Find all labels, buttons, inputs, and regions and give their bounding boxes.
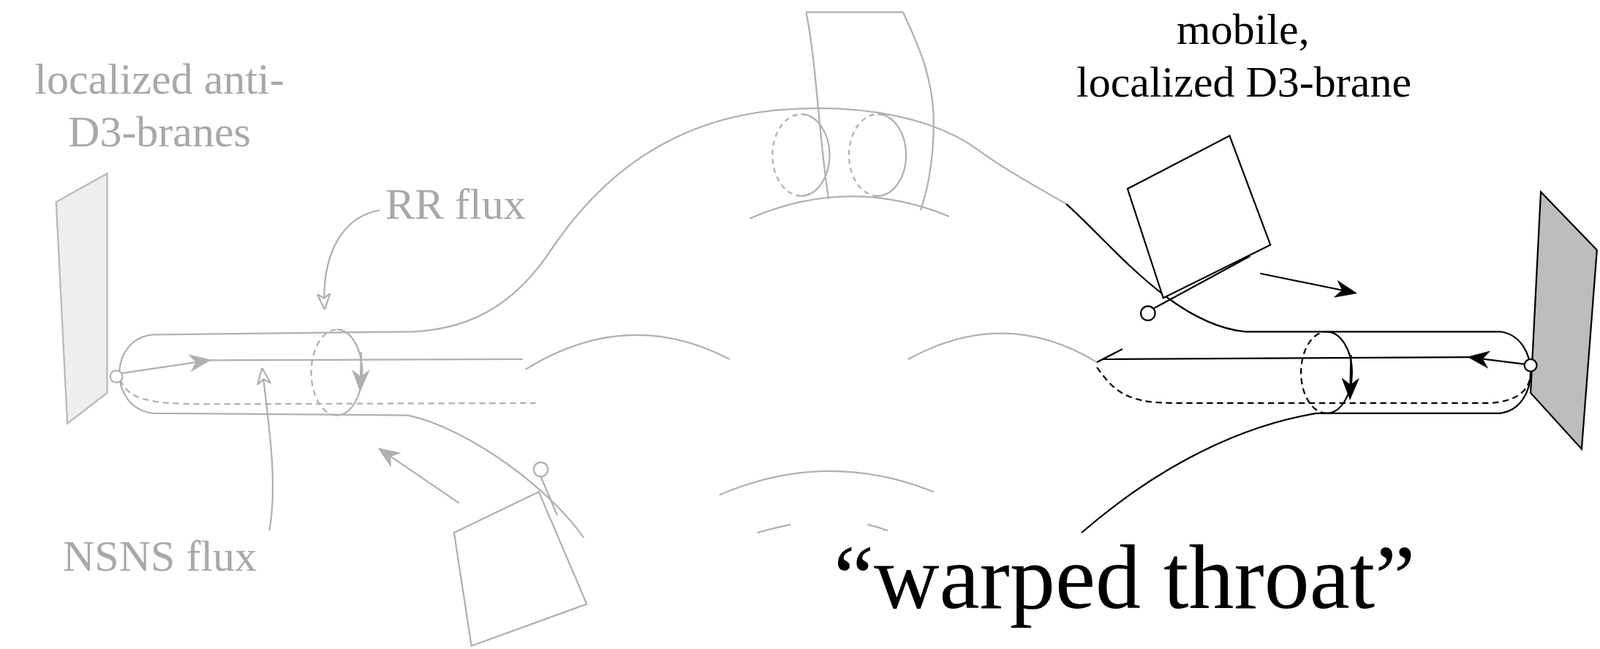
brane-stem	[541, 476, 558, 515]
handle-outline	[805, 12, 829, 199]
black-part	[1066, 135, 1598, 533]
brane-plane	[1127, 135, 1271, 298]
torus-hole	[1096, 348, 1123, 362]
flux-line	[1102, 356, 1470, 360]
leader-line	[323, 209, 380, 308]
flux-line	[209, 359, 523, 360]
flux-line	[120, 359, 210, 373]
flux-ring	[311, 329, 338, 415]
flux-ring	[1300, 331, 1327, 414]
motion-arrow	[379, 448, 460, 504]
handle-ring	[848, 114, 878, 196]
torus-hole	[525, 334, 730, 370]
brane-plane	[1530, 191, 1598, 449]
anti-brane-plane	[56, 173, 108, 424]
handle-ring	[877, 114, 907, 196]
callout-label: mobile, localized D3-brane	[1076, 2, 1435, 109]
flux-ring	[336, 329, 362, 415]
callout-label: localized anti-D3-branes	[5, 52, 313, 158]
motion-arrow	[1259, 273, 1356, 293]
handle-outline	[903, 12, 934, 211]
brane-point	[1524, 359, 1538, 372]
leader-line	[262, 369, 273, 531]
flux-line	[120, 379, 537, 404]
flux-line	[1469, 356, 1526, 365]
brane-plane	[454, 491, 587, 646]
callout-label: “warped throat”	[833, 527, 1565, 628]
brane-stem	[1153, 255, 1250, 308]
flux-arrow	[360, 351, 362, 390]
callout-label: RR flux	[385, 179, 576, 230]
torus-hole	[750, 195, 950, 218]
brane-point	[110, 370, 123, 383]
throat-outline	[1066, 204, 1531, 533]
torus-hole	[908, 333, 1097, 362]
torus-hole	[719, 470, 934, 495]
flux-ring	[1326, 331, 1353, 414]
brane-point	[1140, 305, 1156, 321]
handle-ring	[772, 114, 801, 196]
handle-ring	[800, 114, 830, 196]
flux-line	[1096, 367, 1531, 403]
callout-label: NSNS flux	[62, 530, 297, 582]
flux-arrow	[1349, 354, 1351, 398]
brane-point	[533, 462, 549, 477]
handle-outline	[805, 11, 904, 14]
